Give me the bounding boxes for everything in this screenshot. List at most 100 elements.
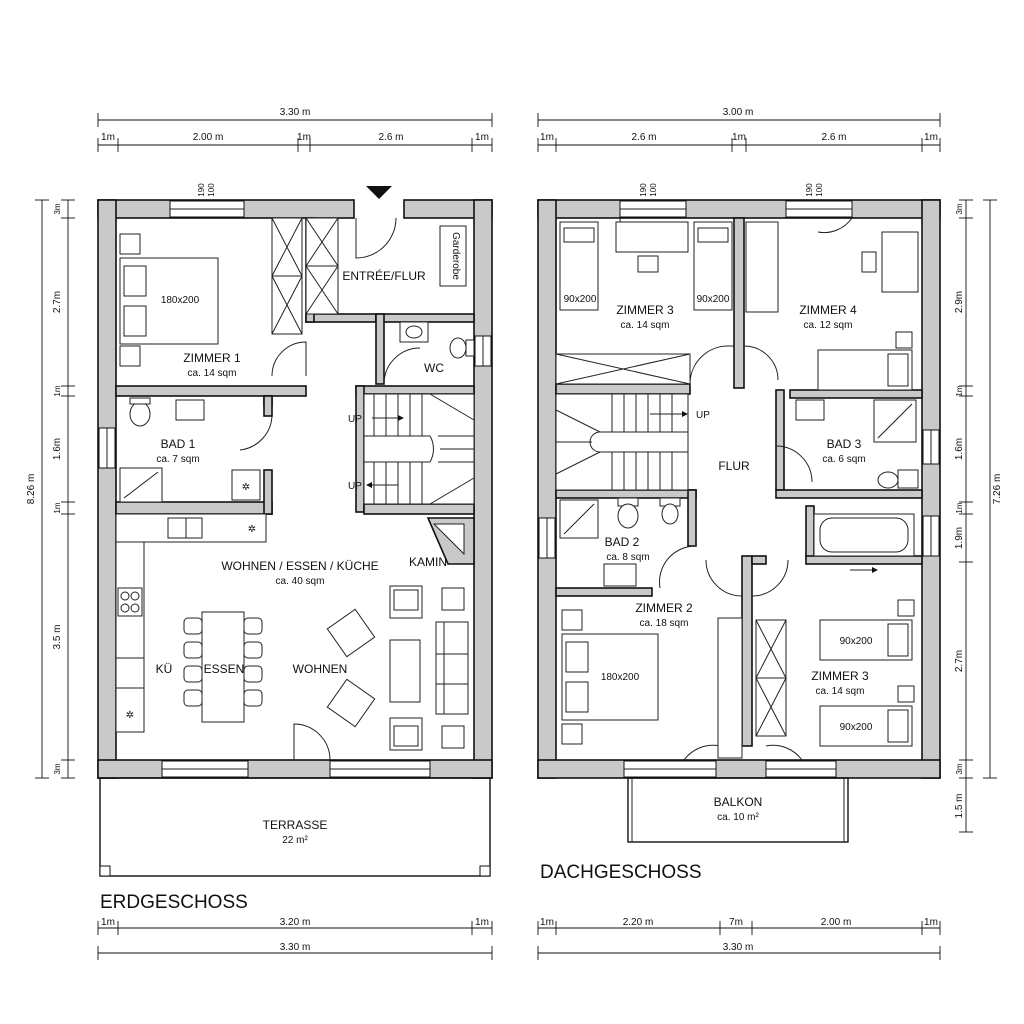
ground-top-seg5: 1m xyxy=(475,132,489,143)
upper-right-seg8: 3m xyxy=(955,763,964,774)
kamin-label: KAMIN xyxy=(409,555,447,569)
zimmer4-furniture xyxy=(745,221,919,391)
ground-bottom-dimensions: 1m 3.20 m 1m 3.30 m xyxy=(97,917,493,960)
upper-bottom-seg5: 1m xyxy=(924,917,938,928)
zimmer2-name: ZIMMER 2 xyxy=(635,601,693,615)
zimmer1-area: ca. 14 sqm xyxy=(188,368,237,379)
zimmer1-name: ZIMMER 1 xyxy=(183,351,241,365)
ground-floor-plan: 3.30 m 1m 2.00 m 1m 2.6 m 1m 8.26 m 3m 2… xyxy=(26,107,493,960)
kamin-fireplace xyxy=(426,517,475,565)
flur-name: FLUR xyxy=(718,459,750,473)
balkon-area xyxy=(627,777,849,843)
ground-window-mark-1: 190 xyxy=(197,183,206,197)
zimmer2-furniture xyxy=(561,609,743,759)
bad1-fixtures: ✲ xyxy=(119,397,261,503)
ground-left-seg7: 3m xyxy=(53,763,62,774)
ground-left-dimensions: 8.26 m 3m 2.7m 1m 1.6m 1m 3.5 m 3m xyxy=(26,199,75,779)
svg-text:✲: ✲ xyxy=(126,710,134,721)
upper-right-seg6: 1.9m xyxy=(954,527,965,549)
svg-text:✲: ✲ xyxy=(248,524,256,535)
wohnen-main-area: ca. 40 sqm xyxy=(276,576,325,587)
bad3-fixtures xyxy=(795,399,919,489)
upper-top-seg4: 2.6 m xyxy=(821,132,846,143)
ground-outer-walls xyxy=(97,199,493,779)
ground-top-seg1: 1m xyxy=(101,132,115,143)
ground-top-seg2: 2.00 m xyxy=(193,132,224,143)
bad1-area: ca. 7 sqm xyxy=(156,454,199,465)
wc-name: WC xyxy=(424,361,444,375)
wohnen-main-name: WOHNEN / ESSEN / KÜCHE xyxy=(221,559,378,573)
upper-top-seg3: 1m xyxy=(732,132,746,143)
ground-bottom-seg1: 1m xyxy=(101,917,115,928)
upper-top-seg5: 1m xyxy=(924,132,938,143)
zimmer3b-name: ZIMMER 3 xyxy=(811,669,869,683)
zimmer3a-furniture xyxy=(555,221,733,385)
ground-top-total: 3.30 m xyxy=(280,107,311,118)
ground-top-seg4: 2.6 m xyxy=(378,132,403,143)
kue-label: KÜ xyxy=(156,662,173,676)
ground-bottom-seg2: 3.20 m xyxy=(280,917,311,928)
upper-top-total: 3.00 m xyxy=(723,107,754,118)
zimmer4-area: ca. 12 sqm xyxy=(804,320,853,331)
essen-label: ESSEN xyxy=(204,662,245,676)
ground-left-seg4: 1.6m xyxy=(52,438,63,460)
bad2-name: BAD 2 xyxy=(605,535,640,549)
upper-bottom-seg3: 7m xyxy=(729,917,743,928)
upper-bottom-seg4: 2.00 m xyxy=(821,917,852,928)
upper-right-seg2: 2.9m xyxy=(954,291,965,313)
bad1-name: BAD 1 xyxy=(161,437,196,451)
upper-bottom-seg1: 1m xyxy=(540,917,554,928)
upper-right-seg9: 1.5 m xyxy=(954,793,965,818)
upper-bottom-total: 3.30 m xyxy=(723,942,754,953)
upper-window-mark-c: 190 xyxy=(805,183,814,197)
ground-top-seg3: 1m xyxy=(297,132,311,143)
zimmer2-bed-label: 180x200 xyxy=(601,672,640,683)
zimmer3a-bed-right: 90x200 xyxy=(697,294,730,305)
ground-window-mark-2: 100 xyxy=(207,183,216,197)
zimmer3a-name: ZIMMER 3 xyxy=(616,303,674,317)
upper-window-mark-a: 190 xyxy=(639,183,648,197)
ground-bottom-seg3: 1m xyxy=(475,917,489,928)
garderobe-label: Garderobe xyxy=(450,232,461,280)
bad3-name: BAD 3 xyxy=(827,437,862,451)
zimmer3b-bed-top: 90x200 xyxy=(840,636,873,647)
ground-bottom-total: 3.30 m xyxy=(280,942,311,953)
upper-right-seg4: 1.6m xyxy=(954,438,965,460)
zimmer3a-area: ca. 14 sqm xyxy=(621,320,670,331)
ground-stairs xyxy=(363,393,475,505)
zimmer2-area: ca. 18 sqm xyxy=(640,618,689,629)
upper-top-dimensions: 3.00 m 1m 2.6 m 1m 2.6 m 1m xyxy=(537,107,941,152)
bad2-fixtures xyxy=(559,497,681,587)
upper-floor-plan: 3.00 m 1m 2.6 m 1m 2.6 m 1m 7.26 m 3m xyxy=(537,107,1003,960)
ground-top-dimensions: 3.30 m 1m 2.00 m 1m 2.6 m 1m xyxy=(97,107,493,152)
upper-right-total: 7.26 m xyxy=(992,474,1003,505)
ground-left-seg3: 1m xyxy=(53,385,62,396)
bathtub xyxy=(813,513,915,573)
upper-bottom-seg2: 2.20 m xyxy=(623,917,654,928)
zimmer3b-area: ca. 14 sqm xyxy=(816,686,865,697)
zimmer3b-furniture xyxy=(755,599,915,747)
ground-up-label-1: UP xyxy=(348,414,362,425)
ground-closets xyxy=(271,217,467,335)
zimmer1-bed xyxy=(119,233,219,367)
dining-set xyxy=(183,611,263,723)
bad3-area: ca. 6 sqm xyxy=(822,454,865,465)
living-furniture xyxy=(326,585,469,751)
ground-up-label-2: UP xyxy=(348,481,362,492)
ground-left-seg2: 2.7m xyxy=(52,291,63,313)
wc-fixtures xyxy=(399,321,475,359)
zimmer3a-bed-left: 90x200 xyxy=(564,294,597,305)
upper-bottom-dimensions: 1m 2.20 m 7m 2.00 m 1m 3.30 m xyxy=(537,917,941,960)
upper-right-seg3: 1m xyxy=(955,385,964,396)
upper-up-label: UP xyxy=(696,410,710,421)
zimmer1-bed-label: 180x200 xyxy=(161,295,200,306)
terrasse-area xyxy=(99,777,491,877)
upper-window-mark-b: 100 xyxy=(649,183,658,197)
ground-left-total: 8.26 m xyxy=(26,474,37,505)
upper-right-seg5: 1m xyxy=(955,502,964,513)
kitchen-counter: ✲ ✲ xyxy=(115,513,267,733)
upper-top-seg1: 1m xyxy=(540,132,554,143)
upper-stairs xyxy=(555,393,689,491)
zimmer4-name: ZIMMER 4 xyxy=(799,303,857,317)
